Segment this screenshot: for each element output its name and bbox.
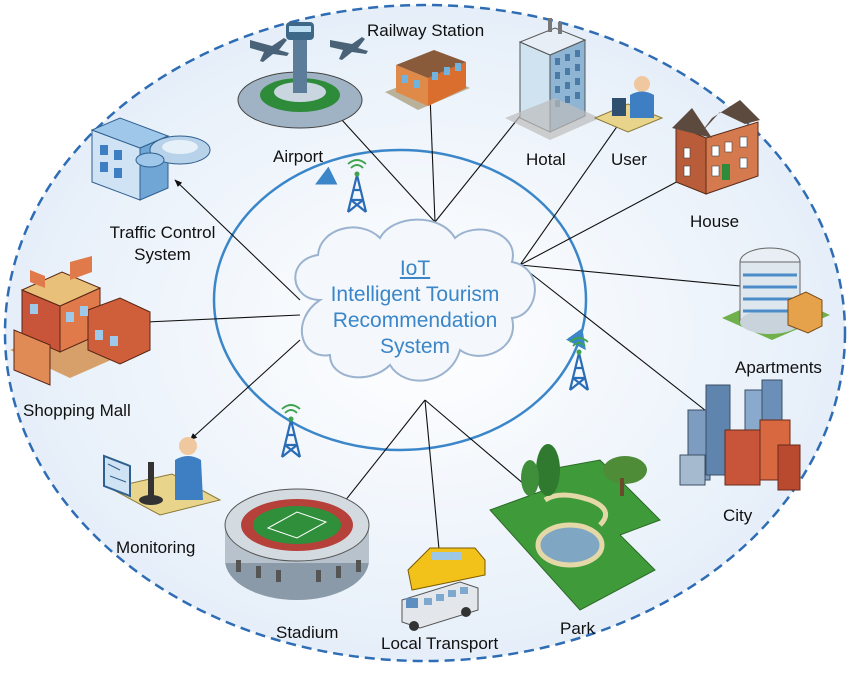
label-airport: Airport xyxy=(273,147,324,166)
center-line-iot: IoT xyxy=(399,257,431,280)
park-icon xyxy=(489,444,661,611)
label-traffic-line2: System xyxy=(134,245,191,264)
cell-tower-icon xyxy=(280,404,302,458)
ring-arrow-top xyxy=(315,166,338,185)
arrow-city xyxy=(519,264,739,437)
label-local-transport: Local Transport xyxy=(381,634,499,653)
airport-icon xyxy=(237,22,368,129)
railway-station-icon xyxy=(385,50,470,110)
arrow-user xyxy=(519,107,631,266)
hotel-icon xyxy=(505,18,600,140)
stadium-icon xyxy=(224,488,370,600)
label-city: City xyxy=(723,506,753,525)
label-railway-station: Railway Station xyxy=(367,21,485,40)
cell-tower-icon xyxy=(346,159,368,213)
center-line-4: System xyxy=(379,335,450,358)
arrow-railway xyxy=(427,94,436,223)
apartments-icon xyxy=(722,247,830,340)
arrow-monitoring xyxy=(189,339,301,441)
label-hotal: Hotal xyxy=(526,150,566,169)
arrow-local-transport xyxy=(424,399,443,561)
label-traffic-line1: Traffic Control xyxy=(109,223,216,242)
traffic-control-icon xyxy=(90,117,211,201)
label-park: Park xyxy=(560,619,595,638)
city-icon xyxy=(679,379,801,491)
label-monitoring: Monitoring xyxy=(116,538,196,557)
inner-ring xyxy=(212,148,588,452)
label-house: House xyxy=(690,212,740,231)
label-apartments: Apartments xyxy=(735,358,822,377)
monitoring-icon xyxy=(103,437,222,516)
cloud-shape xyxy=(294,218,536,382)
cell-tower-icon xyxy=(568,337,590,391)
arrow-apartments xyxy=(519,264,783,293)
center-line-3: Recommendation xyxy=(332,309,498,332)
label-traffic-control: Traffic Control System xyxy=(95,222,230,266)
label-stadium: Stadium xyxy=(276,623,339,642)
user-icon xyxy=(593,76,664,133)
local-transport-icon xyxy=(401,547,486,631)
arrow-traffic-control xyxy=(174,179,301,301)
shopping-mall-icon xyxy=(10,256,151,386)
label-user: User xyxy=(611,150,647,169)
center-system-title: IoT Intelligent Tourism Recommendation S… xyxy=(300,256,530,360)
center-line-2: Intelligent Tourism xyxy=(330,283,500,306)
house-icon xyxy=(672,100,760,195)
label-shopping-mall: Shopping Mall xyxy=(23,401,131,420)
